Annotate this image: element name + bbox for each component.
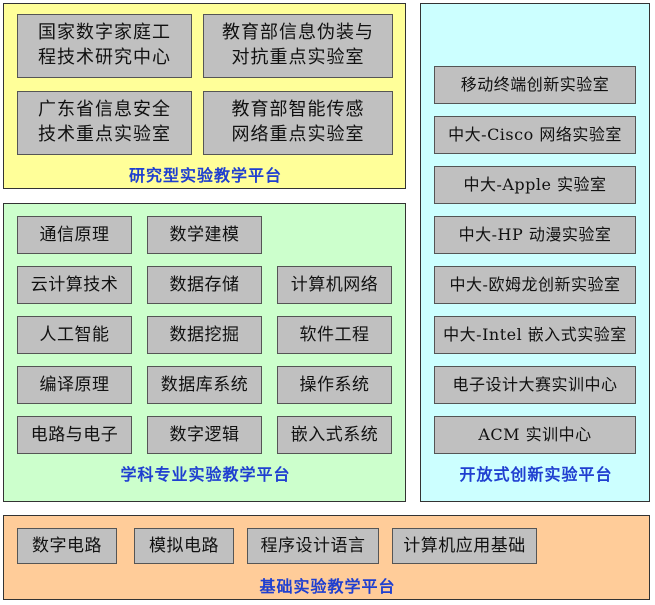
open-lab-label: 移动终端创新实验室 [460, 75, 610, 95]
course-label: 软件工程 [299, 324, 370, 345]
course-box: 操作系统 [277, 366, 392, 404]
open-platform-title: 开放式创新实验平台 [459, 465, 613, 484]
research-lab-box: 教育部智能传感网络重点实验室 [203, 91, 393, 155]
basic-course-label: 模拟电路 [149, 535, 219, 556]
open-lab-box: 中大-HP 动漫实验室 [434, 216, 636, 254]
course-box: 人工智能 [17, 316, 132, 354]
course-label: 编译原理 [39, 374, 110, 395]
basic-platform-title: 基础实验教学平台 [259, 577, 396, 596]
course-box: 数据库系统 [147, 366, 262, 404]
open-lab-label: 中大-Intel 嵌入式实验室 [443, 325, 627, 345]
research-platform-title: 研究型实验教学平台 [128, 166, 282, 185]
course-box: 数字逻辑 [147, 416, 262, 454]
open-lab-box: 移动终端创新实验室 [434, 66, 636, 104]
course-box: 编译原理 [17, 366, 132, 404]
research-lab-box: 广东省信息安全技术重点实验室 [17, 91, 192, 155]
course-label: 数据库系统 [160, 374, 249, 395]
course-label: 嵌入式系统 [290, 424, 379, 445]
open-lab-label: 中大-欧姆龙创新实验室 [449, 275, 621, 295]
course-box: 计算机网络 [277, 266, 392, 304]
subject-platform-title: 学科专业实验教学平台 [120, 465, 291, 484]
research-lab-line: 广东省信息安全 [38, 99, 171, 121]
course-label: 数据存储 [169, 274, 240, 295]
course-label: 人工智能 [39, 324, 110, 345]
course-box: 通信原理 [17, 216, 132, 254]
open-lab-box: 中大-Apple 实验室 [434, 166, 636, 204]
basic-course-box: 模拟电路 [134, 528, 234, 564]
course-label: 数学建模 [169, 224, 240, 245]
research-lab-line: 技术重点实验室 [38, 124, 171, 145]
course-box: 云计算技术 [17, 266, 132, 304]
course-label: 云计算技术 [30, 274, 119, 295]
course-box: 电路与电子 [17, 416, 132, 454]
subject-platform-panel: 通信原理 数学建模 云计算技术 数据存储 计算机网络 人工智能 数据挖掘 软件工… [3, 203, 406, 502]
course-label: 操作系统 [299, 374, 370, 395]
research-lab-line: 国家数字家庭工 [38, 22, 171, 44]
course-box: 数学建模 [147, 216, 262, 254]
open-lab-box: 电子设计大赛实训中心 [434, 366, 636, 404]
open-lab-box: 中大-欧姆龙创新实验室 [434, 266, 636, 304]
open-lab-box: 中大-Cisco 网络实验室 [434, 116, 636, 154]
basic-course-label: 计算机应用基础 [403, 535, 526, 556]
open-lab-box: ACM 实训中心 [434, 416, 636, 454]
open-lab-label: 中大-HP 动漫实验室 [458, 225, 612, 245]
research-lab-box: 国家数字家庭工程技术研究中心 [17, 14, 192, 78]
basic-course-box: 数字电路 [17, 528, 117, 564]
research-platform-panel: 国家数字家庭工程技术研究中心 教育部信息伪装与对抗重点实验室 广东省信息安全技术… [3, 3, 406, 189]
basic-platform-panel: 数字电路 模拟电路 程序设计语言 计算机应用基础 基础实验教学平台 [3, 515, 650, 600]
course-box: 数据挖掘 [147, 316, 262, 354]
research-lab-line: 网络重点实验室 [231, 124, 365, 145]
course-box: 嵌入式系统 [277, 416, 392, 454]
basic-course-box: 计算机应用基础 [392, 528, 537, 564]
course-box: 软件工程 [277, 316, 392, 354]
basic-course-label: 程序设计语言 [260, 535, 366, 556]
open-lab-label: 中大-Apple 实验室 [463, 175, 607, 195]
open-lab-label: 电子设计大赛实训中心 [452, 375, 618, 395]
open-lab-label: 中大-Cisco 网络实验室 [448, 125, 622, 145]
research-lab-line: 教育部信息伪装与 [222, 22, 374, 44]
course-label: 数字逻辑 [169, 424, 240, 445]
basic-course-box: 程序设计语言 [247, 528, 379, 564]
research-lab-line: 对抗重点实验室 [231, 47, 365, 68]
research-lab-line: 程技术研究中心 [38, 47, 171, 68]
research-lab-line: 教育部智能传感 [231, 99, 365, 121]
course-label: 数据挖掘 [169, 324, 240, 345]
open-platform-panel: 移动终端创新实验室 中大-Cisco 网络实验室 中大-Apple 实验室 中大… [420, 3, 650, 502]
research-lab-box: 教育部信息伪装与对抗重点实验室 [203, 14, 393, 78]
open-lab-box: 中大-Intel 嵌入式实验室 [434, 316, 636, 354]
course-label: 计算机网络 [290, 274, 379, 295]
open-lab-label: ACM 实训中心 [478, 425, 592, 445]
basic-course-label: 数字电路 [32, 535, 102, 556]
course-label: 电路与电子 [30, 424, 119, 445]
course-box: 数据存储 [147, 266, 262, 304]
course-label: 通信原理 [39, 224, 110, 245]
